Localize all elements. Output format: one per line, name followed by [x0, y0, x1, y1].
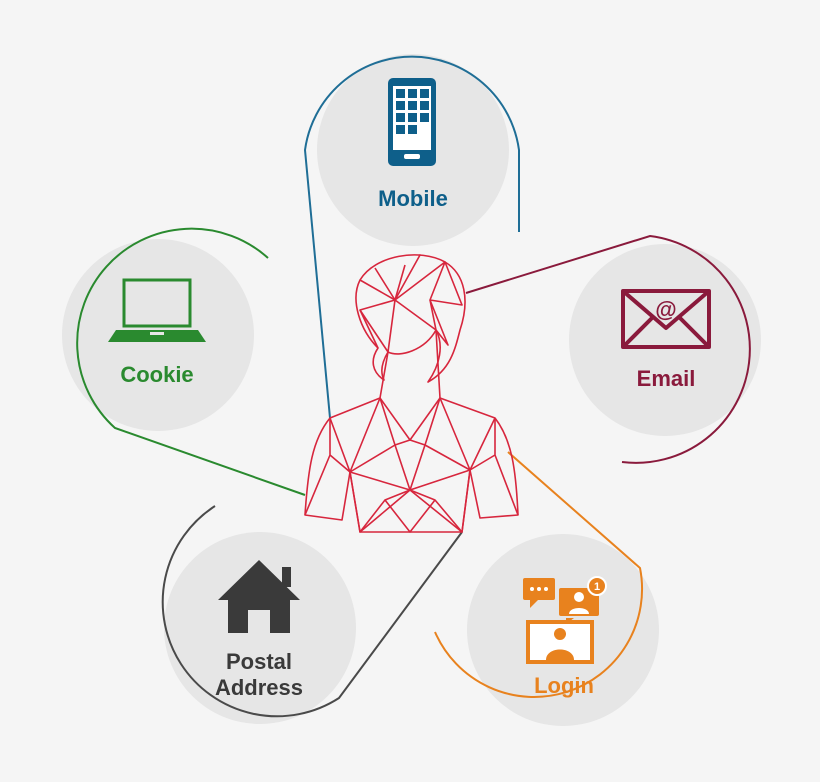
person-silhouette-icon	[304, 254, 519, 533]
cookie-petal-outline	[76, 227, 306, 496]
postal-label-line1: Postal	[226, 649, 292, 674]
notification-badge: 1	[594, 581, 600, 593]
email-circle	[569, 244, 761, 436]
postal-circle	[164, 532, 356, 724]
mobile-label: Mobile	[378, 186, 448, 211]
postal-petal-outline	[161, 505, 463, 718]
mobile-petal-outline	[303, 55, 520, 419]
laptop-icon	[108, 278, 206, 342]
login-label: Login	[534, 673, 594, 698]
email-petal-outline	[465, 234, 751, 464]
at-sign-icon: @	[655, 297, 676, 322]
smartphone-icon	[388, 78, 436, 166]
video-chat-icon	[523, 576, 607, 664]
envelope-icon	[621, 289, 711, 349]
login-petal-outline	[434, 451, 643, 698]
house-icon	[218, 560, 300, 633]
email-label: Email	[637, 366, 696, 391]
cookie-label: Cookie	[120, 362, 193, 387]
postal-label-line2: Address	[215, 675, 303, 700]
